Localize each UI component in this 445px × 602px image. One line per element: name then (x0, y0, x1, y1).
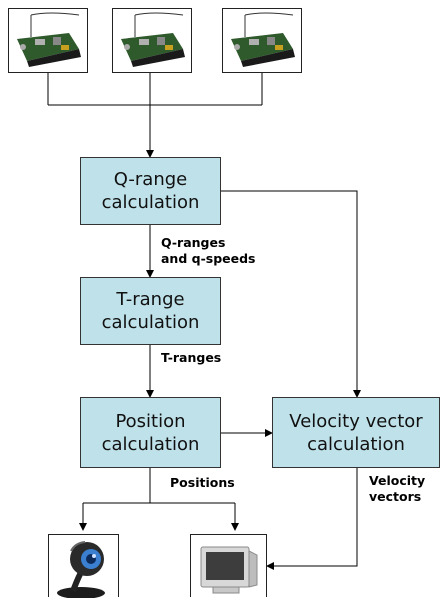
monitor-frame (190, 534, 267, 597)
trange-label: T-range calculation (101, 289, 200, 333)
qrange-calculation-box: Q-range calculation (80, 157, 221, 225)
sensor-frame-2 (112, 8, 192, 73)
position-label: Position calculation (101, 410, 200, 455)
sensor-board-icon (231, 12, 295, 67)
position-calculation-box: Position calculation (80, 397, 221, 468)
velocity-vectors-edge-label: Velocity vectors (369, 473, 426, 504)
qrange-to-velocity-arrow (221, 190, 361, 398)
trange-calculation-box: T-range calculation (80, 277, 221, 345)
velocity-to-monitor-arrow (266, 468, 358, 570)
velocity-vector-calculation-box: Velocity vector calculation (272, 397, 440, 468)
webcam-icon (57, 541, 105, 599)
sensor-frame-3 (222, 8, 302, 73)
velocity-label: Velocity vector calculation (289, 410, 423, 455)
sensor-board-icon (121, 12, 185, 67)
qranges-edge-label: Q-ranges and q-speeds (161, 235, 256, 266)
monitor-icon (200, 546, 258, 594)
qrange-label: Q-range calculation (101, 169, 200, 213)
tranges-edge-label: T-ranges (161, 350, 222, 365)
webcam-frame (48, 534, 119, 599)
sensor-frame-1 (8, 8, 88, 73)
positions-edge-label: Positions (170, 475, 235, 490)
sensor-board-icon (17, 12, 81, 67)
